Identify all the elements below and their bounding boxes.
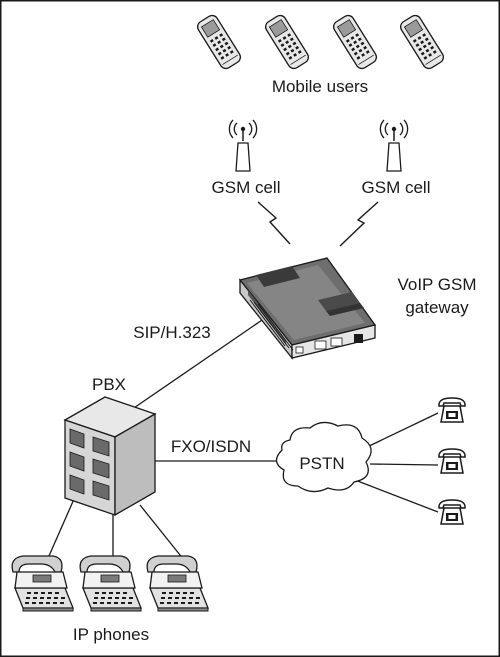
antenna-tower-icon [228,119,258,172]
wireless-signal-left-icon [257,201,291,245]
pstn-link-middle [369,463,439,466]
ip-phone-icon [79,555,142,612]
desk-phone-icon [438,448,466,474]
desk-phone-icon [438,499,466,525]
label-voip-gsm: VoIP GSM [397,275,476,294]
antenna-tower-icon [379,119,409,172]
label-ip-phones: IP phones [73,625,149,644]
desk-phone-icon [438,397,466,423]
label-pstn: PSTN [299,454,344,473]
pstn-link-top [364,412,439,449]
wireless-signal-right-icon [339,201,379,247]
sip-link [127,317,266,413]
mobile-phone-icon [330,12,380,72]
pbx-cabinet-icon [63,396,157,517]
mobile-phone-icon [397,12,447,72]
label-gsm-cell-right: GSM cell [362,178,431,197]
label-gsm-cell-left: GSM cell [212,178,281,197]
ip-link-1 [44,489,79,566]
ip-phone-icon [11,555,74,612]
gateway-device-icon [238,257,377,360]
mobile-phone-icon [262,12,312,72]
label-mobile-users: Mobile users [272,77,368,96]
label-sip-h323: SIP/H.323 [133,323,211,342]
ip-phone-icon [146,555,209,612]
connection-lines [44,317,439,566]
label-fxo-isdn: FXO/ISDN [171,437,251,456]
pstn-cloud-icon [275,421,372,493]
mobile-phone-icon [194,12,244,72]
label-pbx: PBX [92,375,126,394]
pstn-link-bottom [354,479,439,513]
label-gateway: gateway [405,298,469,317]
ip-link-3 [139,504,189,566]
